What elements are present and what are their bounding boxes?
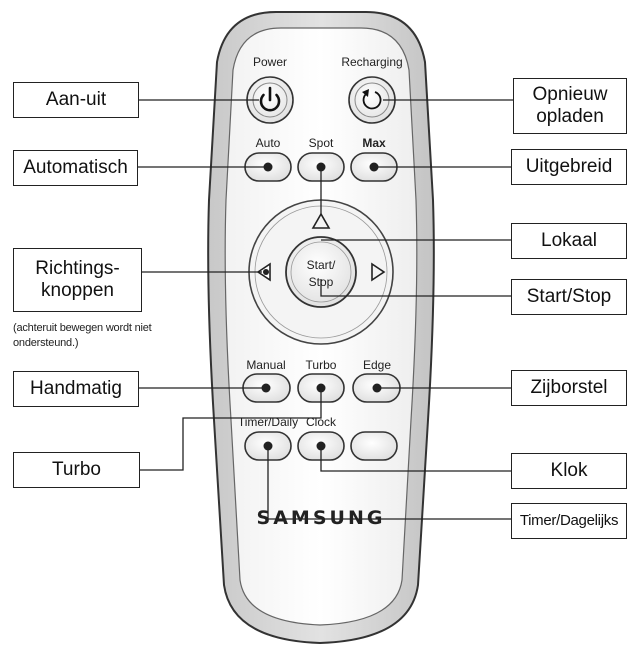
max-label: Max [362, 136, 386, 150]
manual-label: Manual [246, 358, 285, 372]
callout-lokaal: Lokaal [511, 223, 627, 259]
callout-opnieuw-opladen: Opnieuw opladen [513, 78, 627, 134]
auto-label: Auto [256, 136, 281, 150]
brand-logo: SAMSUNG [257, 507, 386, 529]
leader-start-stop [320, 279, 512, 297]
recharging-button[interactable] [348, 76, 396, 124]
callout-klok: Klok [511, 453, 627, 489]
edge-label: Edge [363, 358, 391, 372]
power-icon [259, 86, 281, 112]
callout-automatisch: Automatisch [13, 150, 138, 186]
callout-timer-dagelijks: Timer/Dagelijks [511, 503, 627, 539]
callout-richtingsknoppen: Richtings- knoppen [13, 248, 142, 312]
callout-uitgebreid: Uitgebreid [511, 149, 627, 185]
start-stop-label-line1: Start/ [307, 258, 336, 272]
callout-zijborstel: Zijborstel [511, 370, 627, 406]
leader-timer-dagelijks [267, 446, 512, 520]
up-arrow-icon[interactable] [311, 212, 331, 229]
richtingsknoppen-note: (achteruit bewegen wordt niet ondersteun… [13, 322, 152, 349]
power-label: Power [253, 55, 287, 69]
leader-turbo [139, 388, 322, 471]
blank-button[interactable] [350, 431, 398, 461]
callout-aan-uit: Aan-uit [13, 82, 139, 118]
start-stop-button[interactable] [285, 236, 357, 308]
timer-daily-label: Timer/Daily [238, 415, 298, 429]
callout-turbo: Turbo [13, 452, 140, 488]
turbo-label: Turbo [306, 358, 337, 372]
right-arrow-icon[interactable] [371, 262, 386, 282]
callout-handmatig: Handmatig [13, 371, 139, 407]
left-arrow-icon[interactable] [256, 262, 271, 282]
recharge-icon [362, 89, 382, 110]
callout-start-stop: Start/Stop [511, 279, 627, 315]
leader-lines [137, 99, 514, 520]
spot-label: Spot [309, 136, 334, 150]
leader-klok [320, 446, 512, 472]
recharging-label: Recharging [341, 55, 402, 69]
